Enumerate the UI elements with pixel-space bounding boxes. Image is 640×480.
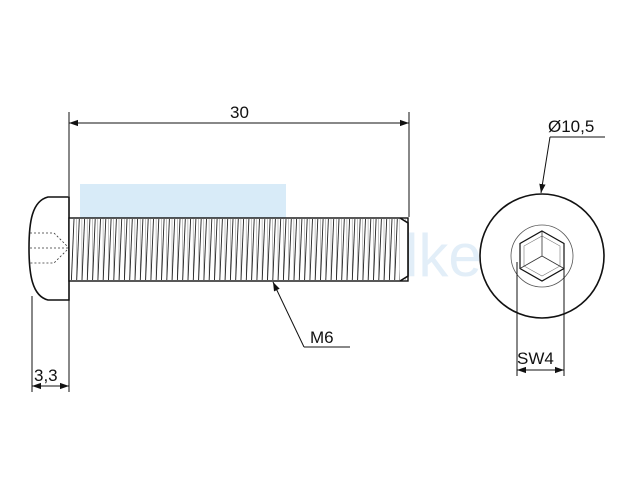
screw-tip — [399, 217, 409, 282]
thread-crest-line — [108, 218, 112, 281]
thread-crest-line — [298, 218, 303, 281]
thread-crest-line — [320, 218, 324, 281]
thread-crest-line — [240, 218, 245, 281]
thread-crest-line — [182, 218, 186, 281]
thread-crest-line — [166, 218, 170, 281]
thread-crest-line — [92, 218, 96, 281]
thread-crest-line — [113, 218, 117, 281]
length-label: 30 — [230, 103, 249, 122]
thread-crest-line — [76, 218, 80, 281]
thread-crest-line — [118, 218, 123, 281]
screw-end-view — [479, 193, 605, 319]
thread-crest-line — [251, 218, 255, 281]
thread-crest-line — [351, 218, 356, 281]
thread-label: M6 — [310, 328, 334, 347]
thread-crest-line — [304, 218, 308, 281]
thread-crest-line — [134, 218, 139, 281]
thread-crest-line — [176, 218, 181, 281]
thread-crest-line — [277, 218, 282, 281]
socket-size-label: SW4 — [517, 349, 554, 368]
thread-crest-line — [86, 218, 91, 281]
thread-crest-line — [70, 218, 75, 281]
thread-crest-line — [267, 218, 271, 281]
thread-crest-line — [208, 218, 213, 281]
length-dimension: 30 — [68, 103, 410, 217]
thread-crest-line — [367, 218, 372, 281]
screw-side-view — [28, 196, 409, 301]
head-height-dimension: 3,3 — [31, 296, 70, 392]
thread-crest-line — [161, 218, 165, 281]
thread-crest-line — [150, 218, 154, 281]
thread-crest-line — [139, 218, 144, 281]
thread-crest-line — [394, 218, 398, 281]
thread-crest-line — [155, 218, 160, 281]
screw-head — [28, 196, 70, 301]
thread-crest-line — [245, 218, 250, 281]
thread-crest-line — [192, 218, 197, 281]
thread-crest-line — [145, 218, 149, 281]
thread-crest-line — [187, 218, 192, 281]
thread-crest-line — [256, 218, 260, 281]
thread-crest-line — [219, 218, 223, 281]
thread-crest-line — [97, 218, 101, 281]
thread-crest-line — [261, 218, 266, 281]
thread-crest-line — [229, 218, 234, 281]
thread-crest-line — [325, 218, 329, 281]
thread-crest-line — [214, 218, 218, 281]
thread-crest-line — [282, 218, 287, 281]
thread-crest-line — [357, 218, 361, 281]
head-height-label: 3,3 — [34, 366, 58, 385]
thread-crest-line — [198, 218, 202, 281]
thread-crest-line — [102, 218, 107, 281]
thread-crest-line — [81, 218, 86, 281]
thread-callout: M6 — [272, 281, 350, 348]
diameter-label: Ø10,5 — [548, 117, 594, 136]
socket-circle — [510, 224, 574, 288]
thread-crest-line — [123, 218, 128, 281]
thread-crest-line — [235, 218, 239, 281]
thread-crest-line — [388, 218, 393, 281]
thread-crest-line — [314, 218, 319, 281]
thread-crest-line — [272, 218, 276, 281]
thread-crest-line — [224, 218, 229, 281]
thread-crest-line — [309, 218, 313, 281]
thread-crest-line — [203, 218, 207, 281]
thread-crest-line — [362, 218, 366, 281]
thread-crest-line — [293, 218, 298, 281]
thread-crest-line — [378, 218, 382, 281]
thread-crest-line — [330, 218, 335, 281]
thread-crest-line — [341, 218, 345, 281]
thread-crest-line — [383, 218, 388, 281]
hex-socket — [519, 230, 565, 282]
thread-crest-line — [335, 218, 340, 281]
thread-crest-line — [346, 218, 351, 281]
socket-size-dimension: SW4 — [516, 262, 565, 376]
thread-crest-line — [129, 218, 133, 281]
thread-crest-line — [373, 218, 377, 281]
diameter-callout: Ø10,5 — [539, 117, 605, 194]
thread-crest-line — [288, 218, 292, 281]
thread-crest-line — [171, 218, 176, 281]
